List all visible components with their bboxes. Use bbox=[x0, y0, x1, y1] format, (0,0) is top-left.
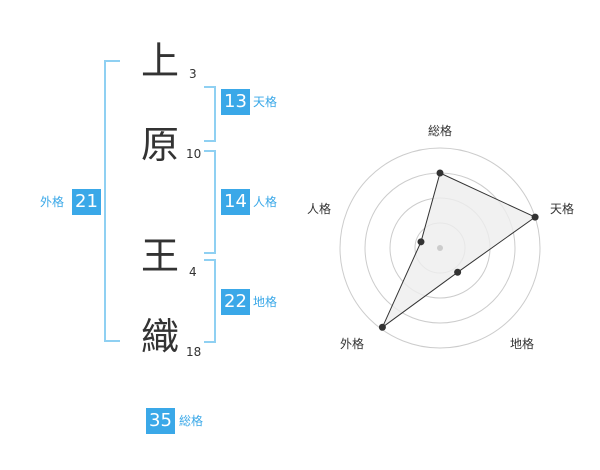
tenkaku-label: 天格 bbox=[253, 95, 278, 109]
chikaku-value: 22 bbox=[221, 289, 250, 315]
chikaku-label: 地格 bbox=[253, 295, 278, 309]
stroke-count-1: 3 bbox=[189, 67, 197, 81]
tenkaku-bracket bbox=[204, 86, 216, 142]
radar-center-dot bbox=[437, 245, 443, 251]
radar-point bbox=[454, 268, 462, 276]
chikaku-bracket bbox=[204, 259, 216, 343]
jinkaku-label: 人格 bbox=[253, 195, 278, 209]
radar-axis-label-jinkaku: 人格 bbox=[307, 202, 332, 216]
radar-point bbox=[436, 169, 444, 177]
radar-point bbox=[378, 323, 386, 331]
radar-axis-label-gaikaku: 外格 bbox=[340, 337, 365, 351]
jinkaku-value: 14 bbox=[221, 189, 250, 215]
radar-point bbox=[531, 213, 539, 221]
radar-ring bbox=[339, 147, 541, 349]
radar-axis-label-chikaku: 地格 bbox=[510, 337, 535, 351]
stroke-count-4: 18 bbox=[186, 345, 202, 359]
tenkaku-value: 13 bbox=[221, 89, 250, 115]
name-char-2: 原 bbox=[140, 123, 179, 167]
stroke-count-3: 4 bbox=[189, 265, 197, 279]
gaikaku-label: 外格 bbox=[40, 195, 65, 209]
soukaku-label: 総格 bbox=[179, 414, 204, 428]
soukaku-value: 35 bbox=[146, 408, 175, 434]
gaikaku-bracket bbox=[104, 60, 120, 342]
radar-axis-label-tenkaku: 天格 bbox=[550, 202, 575, 216]
name-char-3: 王 bbox=[140, 234, 179, 278]
name-char-1: 上 bbox=[140, 39, 179, 83]
radar-shape bbox=[381, 172, 537, 329]
radar-point bbox=[417, 238, 425, 246]
stroke-count-2: 10 bbox=[186, 147, 202, 161]
jinkaku-bracket bbox=[204, 150, 216, 254]
radar-axis-label-soukaku: 総格 bbox=[428, 124, 453, 138]
name-char-4: 織 bbox=[140, 315, 179, 359]
gaikaku-value: 21 bbox=[72, 189, 101, 215]
